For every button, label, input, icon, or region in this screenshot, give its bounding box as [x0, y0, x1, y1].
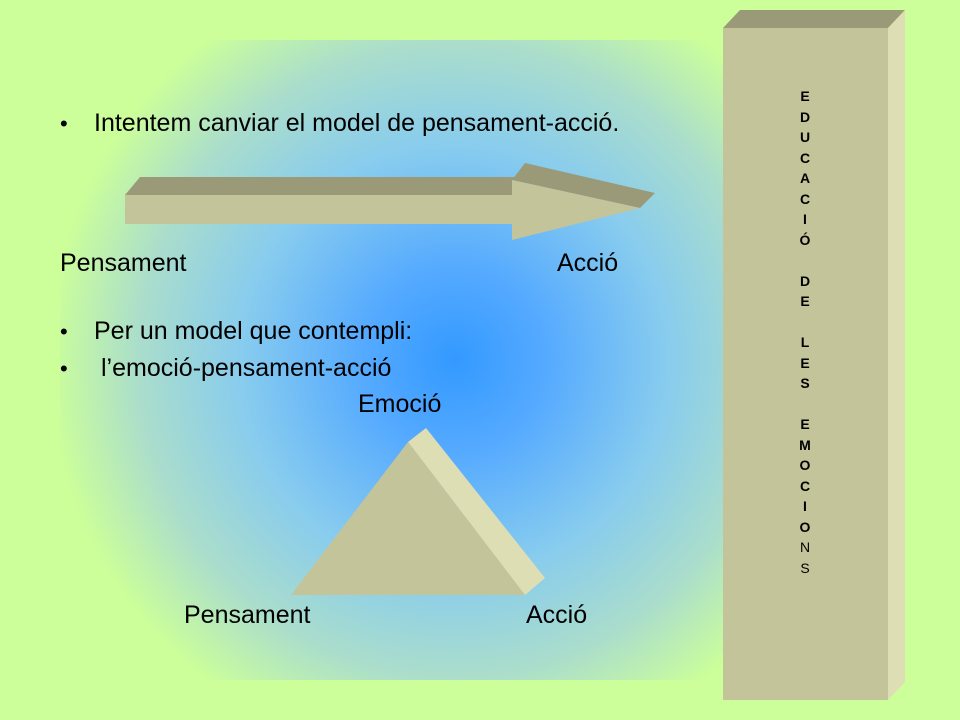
pillar-top	[723, 10, 905, 28]
bullet-text-2: Per un model que contempli:	[94, 317, 413, 345]
banner-letter: C	[799, 149, 811, 166]
arrow-head-top	[512, 163, 655, 208]
banner-letter: N	[799, 539, 811, 555]
label-emocio: Emoció	[358, 390, 442, 418]
label-pensament-bottom: Pensament	[184, 601, 311, 629]
arrow-shaft-top	[125, 177, 525, 195]
banner-letter: I	[803, 211, 807, 227]
banner-letter: E	[800, 416, 810, 432]
vertical-banner-text: E D U C A C I Ó D E L E S E M O C I O N …	[780, 86, 830, 578]
pillar-side	[888, 10, 905, 700]
banner-letter: M	[799, 436, 811, 453]
banner-letter: S	[800, 375, 810, 391]
banner-letter: E	[800, 354, 810, 371]
label-accio-top: Acció	[557, 249, 619, 277]
banner-letter: A	[799, 170, 811, 186]
banner-letter: Ó	[799, 231, 811, 248]
banner-letter: D	[799, 108, 811, 125]
banner-letter: S	[800, 559, 810, 576]
bullet-dot: •	[60, 111, 68, 136]
triangle-face	[291, 442, 525, 595]
banner-letter: E	[800, 293, 810, 309]
banner-letter	[780, 250, 830, 271]
pillar-face	[723, 28, 888, 700]
label-pensament-top: Pensament	[60, 249, 187, 277]
arrow-shaft-face	[125, 195, 512, 224]
banner-letter	[780, 394, 830, 415]
banner-letter: C	[799, 190, 811, 207]
bullet-text-1: Intentem canviar el model de pensament-a…	[94, 109, 620, 137]
banner-letter: C	[799, 477, 811, 494]
banner-letter: O	[799, 457, 811, 473]
side-pillar	[723, 10, 905, 700]
triangle-side	[408, 428, 545, 595]
bullet-dot: •	[60, 319, 68, 344]
banner-letter: O	[799, 518, 811, 535]
bullet-text-3: l’emoció-pensament-acció	[101, 354, 392, 382]
arrow-pensament-to-accio	[125, 163, 655, 240]
banner-letter: E	[800, 88, 810, 104]
bullet-dot: •	[60, 356, 68, 381]
label-accio-bottom: Acció	[526, 601, 588, 629]
banner-letter: I	[803, 498, 807, 514]
banner-letter	[780, 312, 830, 333]
triangle-emocio-pensament-accio	[291, 428, 545, 595]
banner-letter: U	[799, 129, 811, 145]
banner-letter: L	[800, 334, 810, 350]
arrow-head-face	[512, 180, 640, 240]
banner-letter: D	[799, 272, 811, 289]
